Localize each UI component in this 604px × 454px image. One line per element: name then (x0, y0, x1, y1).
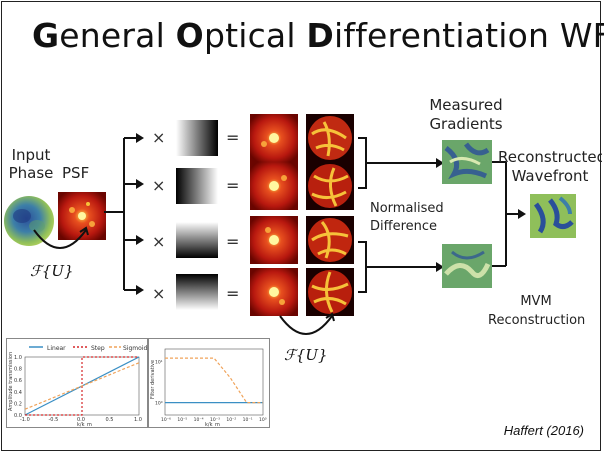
reconstruction-arrows (492, 161, 526, 267)
filter-mask-vertical-1 (176, 222, 218, 258)
plot2-xlabel: k/k_m (205, 422, 220, 428)
plot2-frame (164, 348, 264, 416)
plot2-xtick: 10⁰ (259, 417, 267, 423)
filtered-psf-2 (250, 162, 298, 210)
fourier-transform-label: ℱ{U} (30, 262, 74, 280)
title-part: O (175, 16, 204, 55)
legend-linear: Linear (47, 345, 66, 352)
plot1-xtick: -0.5 (49, 417, 59, 423)
plot1-ytick: 0.8 (14, 367, 22, 373)
amplitude-transmission-plot: Linear Step Sigmoid Amplitude transmissi… (6, 338, 148, 428)
plot2-ylabel: Filter derivative (150, 360, 156, 399)
filter-mask-vertical-2 (176, 274, 218, 310)
plot1-ytick: 0.6 (14, 378, 22, 384)
title-part: ifferentiation WFS (334, 16, 604, 55)
merge-arrows (358, 137, 444, 293)
equals-operator: = (226, 128, 240, 147)
filtered-psf-3 (250, 216, 298, 264)
title-part: ptical (203, 16, 307, 55)
reconstructed-wavefront-label: Reconstructed Wavefront (498, 148, 602, 185)
plot2-xtick: 10⁻⁶ (161, 417, 171, 423)
times-operator: × (152, 232, 166, 251)
filter-mask-horizontal-2 (176, 168, 218, 204)
measured-gradients-label: Measured Gradients (429, 96, 503, 133)
fourier-loop-arrow (33, 226, 89, 249)
legend-step: Step (91, 345, 105, 352)
plot2-xtick: 10⁻⁵ (177, 417, 187, 423)
times-operator: × (152, 284, 166, 303)
normalised-difference-label: Normalised Difference (370, 201, 444, 234)
plot2-xtick: 10⁻⁴ (194, 417, 204, 423)
plot1-legend: Linear Step Sigmoid (29, 345, 147, 352)
plot2-ytick: 10¹ (155, 359, 163, 365)
plot1-xtick: 0.0 (77, 417, 85, 423)
times-operator: × (152, 176, 166, 195)
plot1-xlabel: k/k_m (77, 422, 92, 428)
plot1-ytick: 1.0 (14, 355, 22, 361)
pupil-intensity-2 (306, 162, 354, 210)
measured-gradient-image-1 (442, 140, 492, 184)
plot1-xtick: 1.0 (134, 417, 142, 423)
equals-operator: = (226, 176, 240, 195)
psf-image (58, 192, 106, 240)
plot1-ytick: 0.0 (14, 413, 22, 419)
filtered-psf-1 (250, 114, 298, 162)
fourier-loop-arrow (279, 312, 335, 335)
times-operator: × (152, 128, 166, 147)
pupil-intensity-3 (306, 216, 354, 264)
plot1-ylabel: Amplitude transmission (8, 352, 14, 411)
citation: Haffert (2016) (503, 423, 584, 438)
plot2-ytick: 10⁰ (155, 401, 163, 407)
series-sigmoid (165, 357, 263, 404)
filter-mask-horizontal-1 (176, 120, 218, 156)
measured-gradient-image-2 (442, 244, 492, 288)
plot2-area: 10⁻⁶ 10⁻⁵ 10⁻⁴ 10⁻³ 10⁻² 10⁻¹ 10⁰ 10⁰ 10¹ (155, 348, 267, 423)
plot1-xtick: 0.5 (106, 417, 114, 423)
plot2-xtick: 10⁻¹ (243, 417, 253, 423)
plot1-area: -1.0 -0.5 0.0 0.5 1.0 0.0 0.2 0.4 0.6 0.8 1.0 (14, 355, 142, 423)
slide-title: General Optical Differentiation WFS (32, 16, 604, 55)
reconstructed-wavefront-image (530, 194, 576, 238)
equals-operator: = (226, 284, 240, 303)
legend-sigmoid: Sigmoid (123, 345, 147, 352)
pupil-intensity-1 (306, 114, 354, 162)
series-sigmoid (24, 362, 140, 410)
plot1-xtick: -1.0 (20, 417, 30, 423)
title-part: D (306, 16, 335, 55)
input-phase-image (4, 196, 54, 246)
pupil-intensity-4 (306, 268, 354, 316)
title-part: eneral (59, 16, 176, 55)
equals-operator: = (226, 232, 240, 251)
plot1-ytick: 0.4 (14, 390, 22, 396)
fourier-transform-label: ℱ{U} (284, 346, 328, 364)
plot1-ytick: 0.2 (14, 401, 22, 407)
psf-label: PSF (62, 164, 90, 182)
plot2-xtick: 10⁻² (226, 417, 236, 423)
branch-arrows (104, 133, 144, 295)
plot2-xtick: 10⁻³ (210, 417, 220, 423)
mvm-reconstruction-label: MVM Reconstruction (488, 294, 586, 328)
input-phase-label: Input Phase (8, 146, 54, 182)
title-part: G (32, 16, 60, 55)
filter-derivative-plot: Filter derivative k/k_m 10⁻⁶ 10⁻⁵ 10⁻⁴ 10⁻³… (148, 338, 270, 428)
filtered-psf-4 (250, 268, 298, 316)
